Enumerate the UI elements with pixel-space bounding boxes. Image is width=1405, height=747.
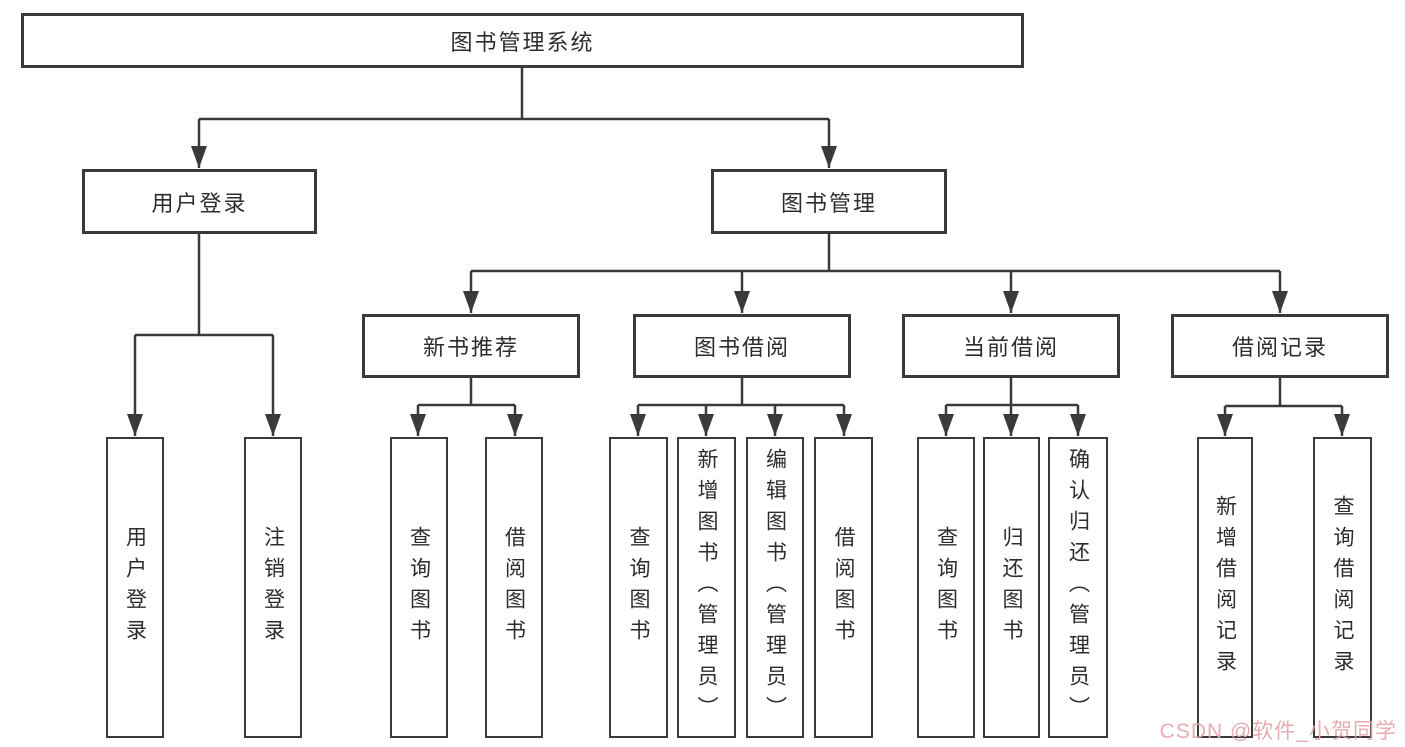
leaf-borrow-book: 借阅图书 (814, 437, 873, 738)
leaf-current-confirm-return-admin-label: 确认归还（管理员） (1066, 448, 1090, 727)
leaf-current-query: 查询图书 (917, 437, 975, 738)
leaf-user-login: 用户登录 (106, 437, 164, 738)
leaf-newbook-query: 查询图书 (390, 437, 448, 738)
leaf-current-return-label: 归还图书 (1000, 525, 1023, 650)
leaf-borrow-add-admin-label: 新增图书（管理员） (695, 448, 718, 727)
leaf-user-login-label: 用户登录 (123, 525, 147, 650)
leaf-current-query-label: 查询图书 (934, 525, 958, 650)
leaf-current-confirm-return-admin: 确认归还（管理员） (1048, 437, 1108, 738)
node-book-borrow: 图书借阅 (633, 314, 851, 378)
leaf-borrow-edit-admin: 编辑图书（管理员） (746, 437, 804, 738)
node-borrow-record: 借阅记录 (1171, 314, 1389, 378)
leaf-borrow-query: 查询图书 (609, 437, 668, 738)
leaf-borrow-book-label: 借阅图书 (832, 525, 855, 650)
leaf-newbook-query-label: 查询图书 (407, 525, 431, 650)
leaf-newbook-borrow: 借阅图书 (485, 437, 543, 738)
node-new-book-recommend: 新书推荐 (362, 314, 580, 378)
leaf-record-query-label: 查询借阅记录 (1331, 494, 1354, 681)
leaf-current-return: 归还图书 (983, 437, 1040, 738)
leaf-record-query: 查询借阅记录 (1313, 437, 1372, 738)
leaf-newbook-borrow-label: 借阅图书 (502, 525, 526, 650)
connector-elbow-lines (133, 68, 1344, 436)
leaf-borrow-query-label: 查询图书 (627, 525, 650, 650)
leaf-record-add: 新增借阅记录 (1197, 437, 1253, 738)
leaf-logout: 注销登录 (244, 437, 302, 738)
leaf-borrow-edit-admin-label: 编辑图书（管理员） (763, 448, 787, 727)
leaf-record-add-label: 新增借阅记录 (1213, 494, 1237, 681)
leaf-logout-label: 注销登录 (261, 525, 285, 650)
connector-arrowheads (127, 146, 1350, 436)
node-current-borrow: 当前借阅 (902, 314, 1120, 378)
node-root-system: 图书管理系统 (21, 13, 1024, 68)
watermark-text: CSDN @软件_小贺同学 (1159, 720, 1397, 743)
node-book-management-branch: 图书管理 (711, 169, 947, 234)
node-user-login-branch: 用户登录 (82, 169, 317, 234)
leaf-borrow-add-admin: 新增图书（管理员） (677, 437, 736, 738)
